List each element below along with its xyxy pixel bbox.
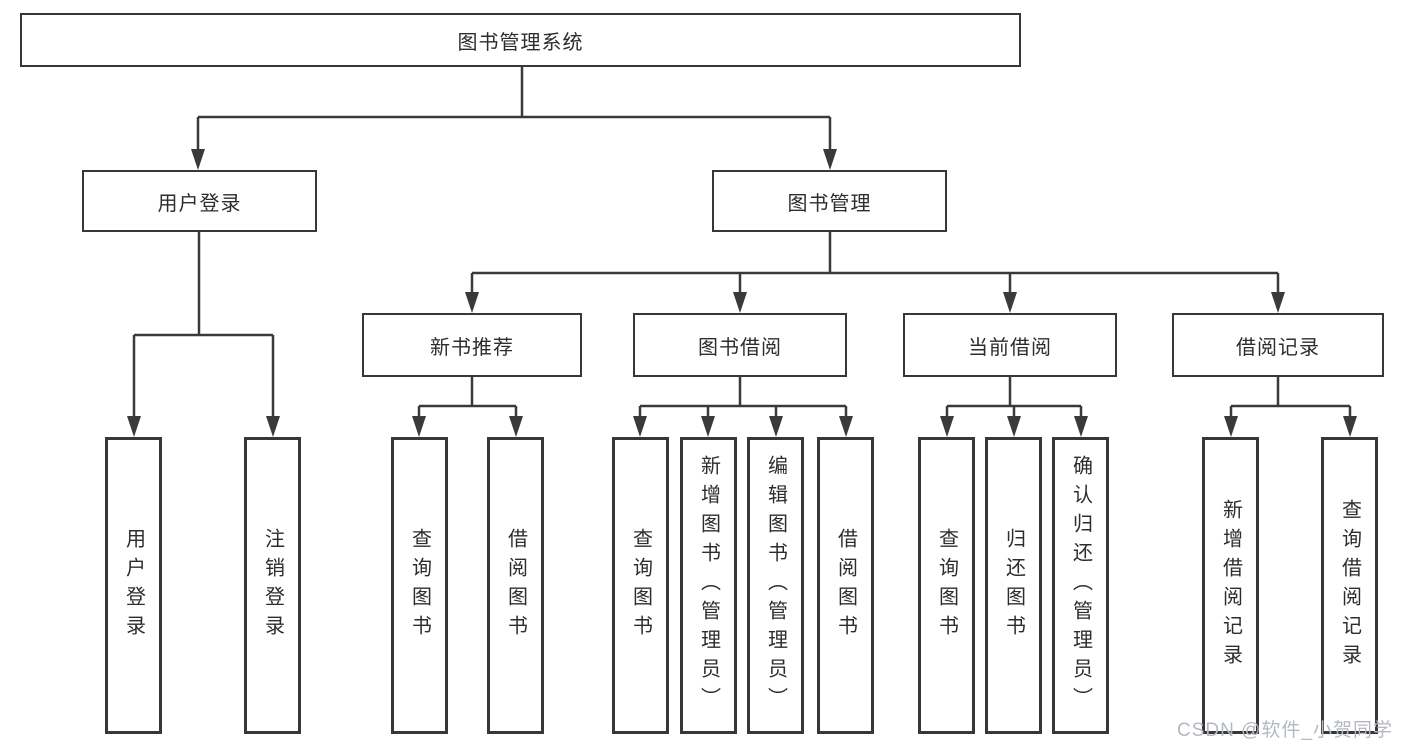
node-label: 注销登录 (261, 527, 284, 644)
node-label: 当前借阅 (968, 336, 1052, 359)
node-label: 新增图书（管理员） (697, 455, 720, 716)
leaf-user-login: 用户登录 (105, 437, 162, 734)
node-label: 编辑图书（管理员） (764, 455, 787, 716)
arrow-down-icon (769, 416, 783, 437)
leaf-borrow-books-recommend: 借阅图书 (487, 437, 544, 734)
arrow-down-icon (266, 416, 280, 437)
leaf-confirm-return-admin: 确认归还（管理员） (1052, 437, 1109, 734)
arrow-down-icon (509, 416, 523, 437)
leaf-return-books: 归还图书 (985, 437, 1042, 734)
node-label: 查询借阅记录 (1338, 498, 1361, 673)
leaf-query-books-recommend: 查询图书 (391, 437, 448, 734)
arrow-down-icon (1343, 416, 1357, 437)
leaf-query-borrow-record: 查询借阅记录 (1321, 437, 1378, 734)
arrow-down-icon (633, 416, 647, 437)
node-book-management: 图书管理 (712, 170, 947, 232)
node-label: 图书管理系统 (457, 31, 584, 54)
node-library-system: 图书管理系统 (20, 13, 1021, 67)
node-label: 图书管理 (787, 192, 872, 215)
connector-currentborrow-to-leaves (945, 377, 1083, 420)
arrow-down-icon (1224, 416, 1238, 437)
arrow-down-icon (1074, 416, 1088, 437)
node-label: 查询图书 (408, 527, 431, 644)
leaf-add-borrow-record: 新增借阅记录 (1202, 437, 1259, 734)
leaf-edit-books-admin: 编辑图书（管理员） (747, 437, 804, 734)
node-label: 借阅图书 (504, 527, 527, 644)
node-label: 查询图书 (629, 527, 652, 644)
arrow-down-icon (191, 149, 205, 170)
node-borrowing-records: 借阅记录 (1172, 313, 1384, 377)
arrow-down-icon (839, 416, 853, 437)
node-label: 图书借阅 (698, 336, 782, 359)
node-label: 借阅记录 (1236, 336, 1320, 359)
arrow-down-icon (1271, 292, 1285, 313)
node-label: 新增借阅记录 (1219, 498, 1242, 673)
node-label: 借阅图书 (834, 527, 857, 644)
connector-root-to-level2 (196, 67, 832, 152)
node-user-login: 用户登录 (82, 170, 317, 232)
node-label: 归还图书 (1002, 527, 1025, 644)
node-book-borrowing: 图书借阅 (633, 313, 847, 377)
leaf-query-books-current: 查询图书 (918, 437, 975, 734)
leaf-logout: 注销登录 (244, 437, 301, 734)
node-label: 新书推荐 (430, 336, 514, 359)
arrow-down-icon (1003, 292, 1017, 313)
leaf-borrow-books-borrowing: 借阅图书 (817, 437, 874, 734)
node-label: 用户登录 (122, 527, 145, 644)
connector-newbookrec-to-leaves (417, 377, 518, 420)
arrow-down-icon (465, 292, 479, 313)
node-new-book-recommend: 新书推荐 (362, 313, 582, 377)
node-label: 用户登录 (157, 192, 242, 215)
arrow-down-icon (127, 416, 141, 437)
arrow-down-icon (1007, 416, 1021, 437)
arrow-down-icon (940, 416, 954, 437)
leaf-add-books-admin: 新增图书（管理员） (680, 437, 737, 734)
node-current-borrowing: 当前借阅 (903, 313, 1117, 377)
arrow-down-icon (823, 149, 837, 170)
node-label: 查询图书 (935, 527, 958, 644)
connector-borrowrecord-to-leaves (1229, 377, 1352, 420)
connector-userlogin-to-leaves (132, 232, 275, 419)
arrow-down-icon (412, 416, 426, 437)
arrow-down-icon (701, 416, 715, 437)
node-label: 确认归还（管理员） (1069, 455, 1092, 716)
connector-bookborrow-to-leaves (638, 377, 848, 420)
arrow-down-icon (733, 292, 747, 313)
leaf-query-books-borrowing: 查询图书 (612, 437, 669, 734)
csdn-watermark: CSDN @软件_小贺同学 (1177, 720, 1393, 741)
connector-bookmgmt-to-level3 (470, 232, 1280, 296)
